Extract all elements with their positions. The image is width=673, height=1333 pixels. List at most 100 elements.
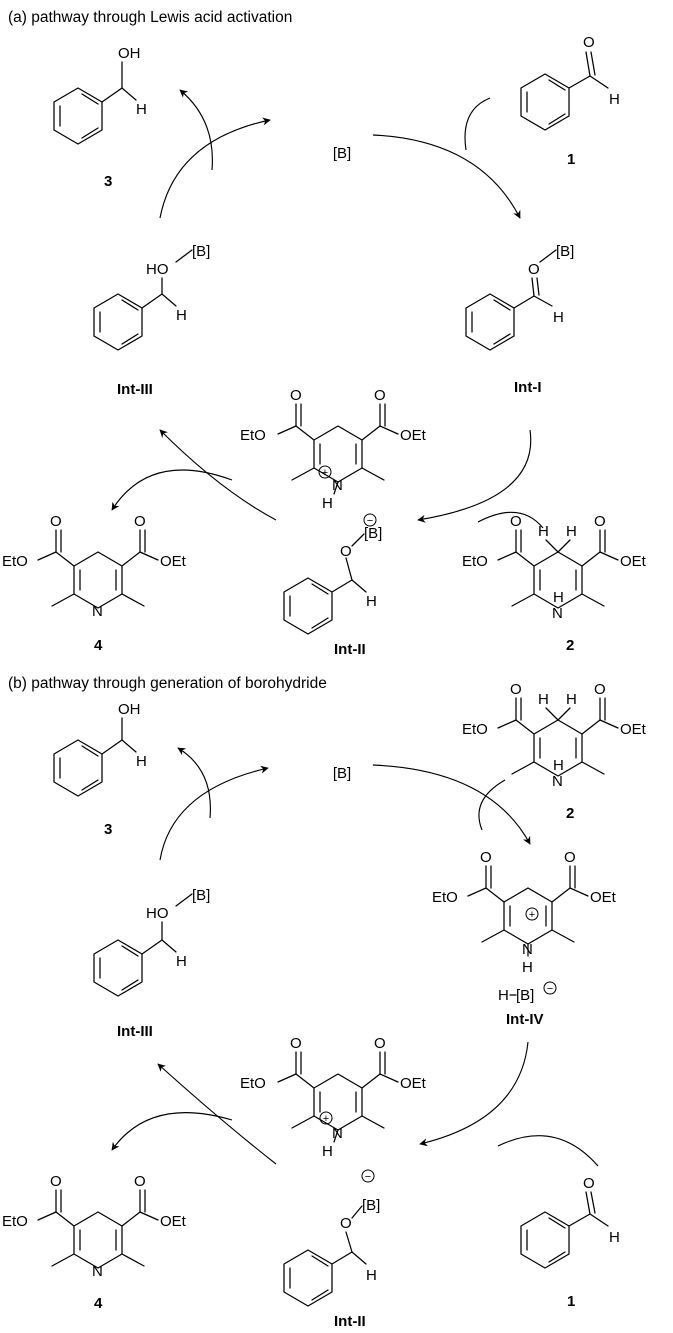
carbonyl-o-right: O <box>134 513 146 530</box>
hydroxyl-label: OH <box>118 45 141 62</box>
carbonyl-o-right: O <box>134 1173 146 1190</box>
int-iii-structure: HO [B] H Int-III <box>93 887 210 1040</box>
nitrogen-label: N <box>552 605 563 622</box>
carbonyl-o-left: O <box>290 1035 302 1052</box>
product-out-arrow <box>177 747 211 819</box>
carbonyl-o-left: O <box>510 681 522 698</box>
int-ii-label: Int-II <box>334 641 366 658</box>
nh-hydrogen: H <box>522 959 533 976</box>
pyridine-out-arrow <box>111 1112 233 1151</box>
hydride-boron: [B] <box>516 987 534 1004</box>
hydride-transfer-arrow <box>417 429 532 523</box>
boron-label: [B] <box>192 887 210 904</box>
nh-hydrogen: H <box>322 495 333 512</box>
carbonyl-o-right: O <box>594 681 606 698</box>
ethoxy-left: EtO <box>240 1075 266 1092</box>
hydrogen-c4-left: H <box>538 691 549 708</box>
ethoxy-right: OEt <box>620 553 647 570</box>
catalyst-regeneration-arrow <box>159 765 269 861</box>
catalyst-label: [B] <box>333 765 351 782</box>
cycle-arrows-a <box>111 89 544 529</box>
hydrogen-label: H <box>609 91 620 108</box>
product-out-arrow <box>179 89 213 171</box>
substrate-in-arrow <box>497 1135 599 1167</box>
carbonyl-o-right: O <box>374 1035 386 1052</box>
int-iii-label: Int-III <box>117 381 153 398</box>
hydrogen-label: H <box>366 1267 377 1284</box>
compound-1-label: 1 <box>567 151 575 168</box>
catalyst-regeneration-arrow <box>159 117 271 219</box>
ethoxy-left: EtO <box>2 553 28 570</box>
plus-charge: + <box>323 1113 329 1125</box>
minus-charge: − <box>365 1171 371 1183</box>
ho-label: HO <box>146 261 169 278</box>
substrate-in-arrow <box>464 97 491 151</box>
nitrogen-label: N <box>332 477 343 494</box>
pyridine-out-arrow <box>111 469 233 511</box>
hydrogen-label: H <box>553 309 564 326</box>
hydrogen-label: H <box>176 953 187 970</box>
hantzsch-ester-2-structure: H H O O EtO OEt N H 2 <box>462 513 647 654</box>
hydrogen-c4-right: H <box>566 523 577 540</box>
nh-hydrogen: H <box>553 589 564 606</box>
ethoxy-left: EtO <box>432 889 458 906</box>
benzaldehyde-structure: O H 1 <box>520 34 620 168</box>
activation-arrow <box>372 134 521 219</box>
benzyl-alcohol-structure: OH H 3 <box>53 45 147 190</box>
carbonyl-o-left: O <box>50 513 62 530</box>
hantzsch-in-arrow <box>477 511 544 529</box>
carbonyl-o-left: O <box>510 513 522 530</box>
compound-1-label: 1 <box>567 1293 575 1310</box>
ethoxy-right: OEt <box>620 721 647 738</box>
ethoxy-right: OEt <box>400 1075 427 1092</box>
oxygen-label: O <box>583 1175 595 1192</box>
benzaldehyde-structure: O H 1 <box>520 1175 620 1310</box>
panel-b-caption: (b) pathway through generation of borohy… <box>8 675 327 692</box>
compound-4-label: 4 <box>94 637 103 654</box>
carbonyl-o-left: O <box>290 387 302 404</box>
hydrogen-label: H <box>176 307 187 324</box>
int-i-structure: O [B] H Int-I <box>465 243 574 396</box>
hydrogen-c4-right: H <box>566 691 577 708</box>
panel-b: (b) pathway through generation of borohy… <box>2 675 647 1330</box>
hydrogen-label: H <box>609 1229 620 1246</box>
int-iii-label: Int-III <box>117 1023 153 1040</box>
boron-label: [B] <box>192 243 210 260</box>
nitrogen-label: N <box>92 603 103 620</box>
panel-a-caption: (a) pathway through Lewis acid activatio… <box>8 9 292 26</box>
hydride-h: H <box>498 987 509 1004</box>
nh-hydrogen: H <box>553 757 564 774</box>
oxygen-label: O <box>340 543 352 560</box>
compound-4-label: 4 <box>94 1295 103 1312</box>
compound-2-label: 2 <box>566 637 574 654</box>
nitrogen-label: N <box>522 941 533 958</box>
ethoxy-left: EtO <box>240 427 266 444</box>
boron-label: [B] <box>364 525 382 542</box>
hydride-generation-arrow <box>372 764 531 845</box>
hydrogen-label: H <box>366 593 377 610</box>
int-i-label: Int-I <box>514 379 542 396</box>
catalyst-label: [B] <box>333 145 351 162</box>
carbonyl-o-left: O <box>50 1173 62 1190</box>
panel-a: (a) pathway through Lewis acid activatio… <box>2 9 647 658</box>
int-iv-structure: O O EtO OEt N H + H [B] − Int-IV <box>432 849 617 1028</box>
carbonyl-o-left: O <box>480 849 492 866</box>
benzyl-alcohol-structure: OH H 3 <box>53 701 147 838</box>
nitrogen-label: N <box>332 1125 343 1142</box>
hydrogen-c4-left: H <box>538 523 549 540</box>
nh-hydrogen: H <box>322 1143 333 1160</box>
int-ii-to-int-iii-arrow <box>159 429 277 521</box>
ho-label: HO <box>146 905 169 922</box>
compound-2-label: 2 <box>566 805 574 822</box>
hydrogen-label: H <box>136 101 147 118</box>
ethoxy-left: EtO <box>462 553 488 570</box>
boron-label: [B] <box>556 243 574 260</box>
pyridinium-structure: O O EtO OEt N H + <box>240 1035 427 1160</box>
ethoxy-left: EtO <box>2 1213 28 1230</box>
plus-charge: + <box>529 909 535 921</box>
int-iii-structure: HO [B] H Int-III <box>93 243 210 398</box>
pyridine-4-structure: O O EtO OEt N 4 <box>2 513 187 654</box>
plus-charge: + <box>322 467 328 479</box>
int-ii-label: Int-II <box>334 1313 366 1330</box>
pyridine-4-structure: O O EtO OEt N 4 <box>2 1173 187 1312</box>
